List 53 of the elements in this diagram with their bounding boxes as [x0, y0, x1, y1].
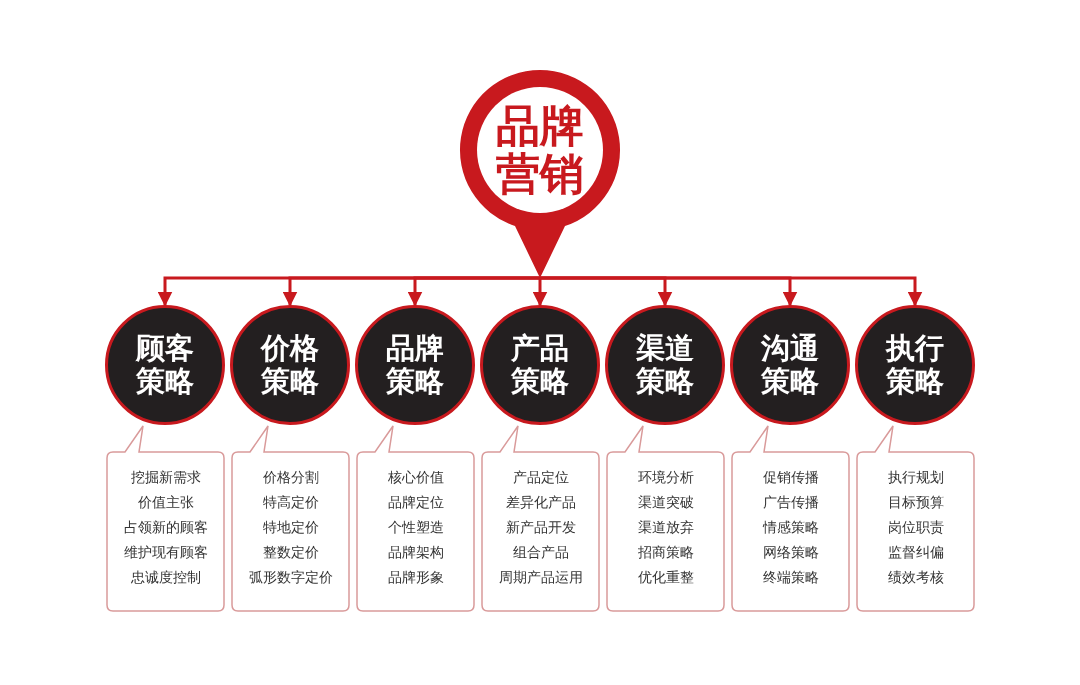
callout-box [105, 425, 226, 613]
strategy-item: 整数定价 [262, 543, 319, 562]
strategy-item: 个性塑造 [387, 518, 444, 537]
strategy-item: 组合产品 [512, 543, 569, 562]
strategy-item: 优化重整 [637, 568, 694, 587]
strategy-item: 终端策略 [762, 568, 819, 587]
callout-box [855, 425, 976, 613]
arrow [540, 276, 923, 307]
strategy-item: 环境分析 [637, 468, 694, 487]
strategy-item: 挖掘新需求 [130, 468, 201, 487]
strategy-item: 产品定位 [512, 468, 569, 487]
strategy-item: 广告传播 [762, 493, 819, 512]
strategy-item: 价格分割 [262, 468, 319, 487]
strategy-label: 顾客策略 [136, 331, 194, 399]
strategy-item: 网络策略 [762, 543, 819, 562]
strategy-item: 渠道突破 [637, 493, 694, 512]
strategy-item: 情感策略 [762, 518, 819, 537]
strategy-item: 维护现有顾客 [123, 543, 208, 562]
strategy-item: 特地定价 [262, 518, 319, 537]
strategy-label: 沟通策略 [761, 331, 819, 399]
strategy-item: 品牌定位 [387, 493, 444, 512]
strategy-item: 忠诚度控制 [130, 568, 201, 587]
strategy-item: 品牌形象 [387, 568, 444, 587]
callout-box [605, 425, 726, 613]
callout-box [730, 425, 851, 613]
arrow [407, 276, 540, 307]
strategy-item: 岗位职责 [887, 518, 944, 537]
strategy-item: 渠道放弃 [637, 518, 694, 537]
strategy-item: 绩效考核 [887, 568, 944, 587]
strategy-item: 品牌架构 [387, 543, 444, 562]
strategy-label: 产品策略 [511, 331, 569, 399]
strategy-item: 招商策略 [637, 543, 694, 562]
strategy-label: 渠道策略 [636, 331, 694, 399]
strategy-item: 特高定价 [262, 493, 319, 512]
strategy-item: 目标预算 [887, 493, 944, 512]
strategy-item: 价值主张 [137, 493, 194, 512]
strategy-item: 核心价值 [387, 468, 444, 487]
strategy-item: 促销传播 [762, 468, 819, 487]
callout-box [355, 425, 476, 613]
strategy-item: 占领新的顾客 [123, 518, 208, 537]
strategy-label: 价格策略 [261, 331, 319, 399]
strategy-item: 弧形数字定价 [248, 568, 333, 587]
strategy-item: 新产品开发 [505, 518, 576, 537]
callout-box [480, 425, 601, 613]
strategy-item: 周期产品运用 [498, 568, 583, 587]
strategy-item: 执行规划 [887, 468, 944, 487]
arrow [532, 278, 548, 307]
strategy-label: 执行策略 [886, 331, 944, 399]
callout-box [230, 425, 351, 613]
strategy-item: 差异化产品 [505, 493, 576, 512]
strategy-item: 监督纠偏 [887, 543, 944, 562]
title-text: 品牌营销 [496, 101, 584, 199]
strategy-label: 品牌策略 [386, 331, 444, 399]
